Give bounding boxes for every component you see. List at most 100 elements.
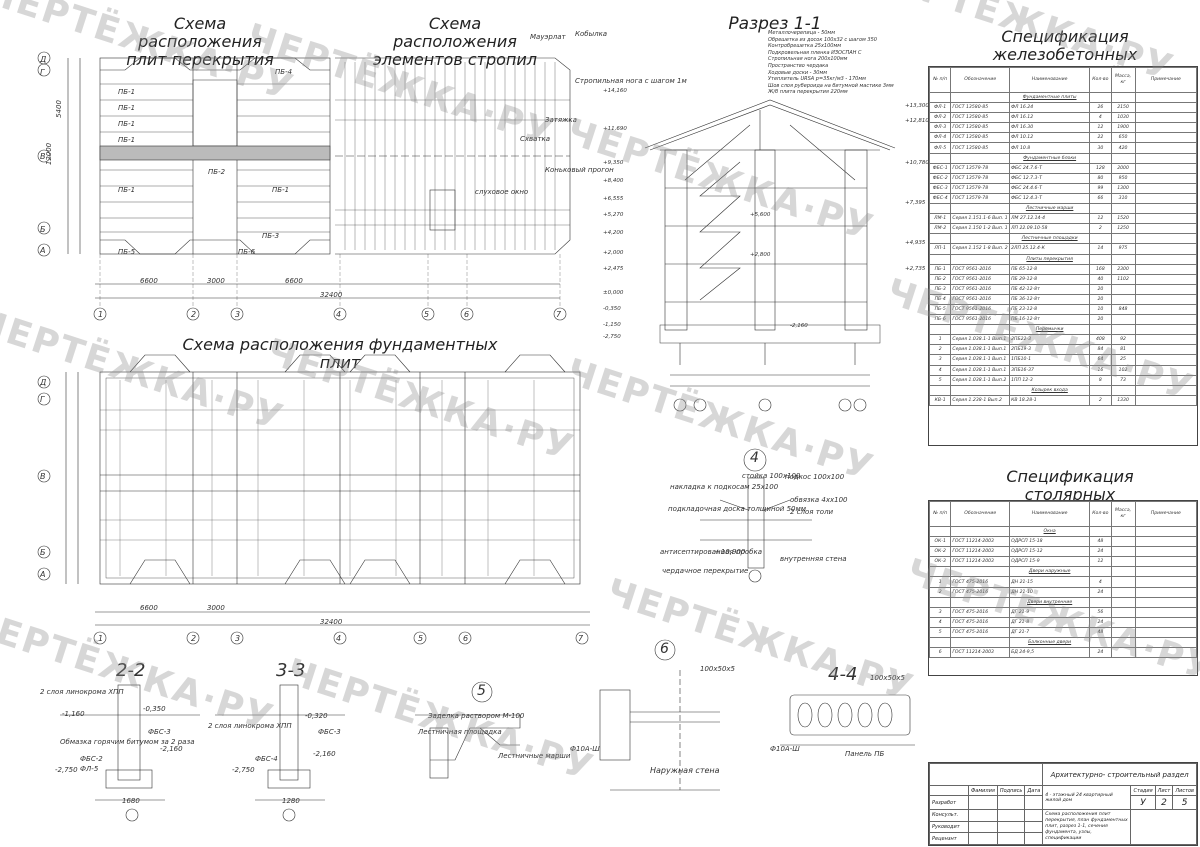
- rafters-plan: [335, 57, 571, 255]
- spec-cell: ФЛ 16.12: [1009, 112, 1091, 124]
- axis-number-2: 2: [191, 310, 197, 319]
- axis-bubble: [37, 375, 51, 389]
- spec-cell: [1110, 586, 1136, 598]
- spec-section-title: Двери внутренние: [1009, 596, 1091, 608]
- level-mark: +13,300: [905, 103, 929, 109]
- spec-cell: 14: [1089, 243, 1112, 255]
- dim-5400: 5400: [54, 100, 63, 118]
- spec-cell: 30: [1089, 142, 1112, 154]
- found-axis-number-7: 7: [578, 634, 584, 643]
- spec-cell: 4: [928, 616, 952, 628]
- spec-cell: 168: [1089, 263, 1112, 275]
- spec-cell: ГОСТ 9561-2016: [950, 293, 1011, 305]
- node-6-drawing: [599, 639, 720, 791]
- axis-bubble: [230, 307, 244, 321]
- spec-header-cell: Масса, кг: [1110, 67, 1136, 93]
- slabs-plan: [99, 57, 331, 255]
- node-5-drawing: [415, 681, 521, 779]
- spec-cell: БД 24-9,5: [1009, 647, 1091, 659]
- axis-bubble: [553, 307, 567, 321]
- s22-note-6: -1,160: [62, 710, 85, 718]
- spec-row: Двери наружные: [928, 566, 1198, 578]
- spec-cell: 6: [928, 647, 952, 659]
- spec-cell: [1110, 606, 1136, 618]
- level-mark: -0,350: [603, 306, 621, 312]
- title-foundation-plan: Схема расположения фундаментных плит: [182, 335, 498, 372]
- spec-cell: 128: [1089, 162, 1112, 174]
- spec-cell: Серия 1.152 1-8 Вып. 2: [950, 243, 1011, 255]
- spec-cell: ФБС-2: [928, 172, 952, 184]
- stamp-sheets: 5: [1172, 795, 1197, 810]
- spec-cell: Серия 1.038.1-1 Вып.1: [950, 334, 1011, 346]
- level-mark: +2,475: [603, 266, 624, 272]
- axis-bubble: [37, 392, 51, 406]
- s22-note-9: 1680: [122, 797, 140, 805]
- dim-6600-a: 6600: [140, 277, 158, 285]
- spec-cell: ОК-1: [928, 536, 952, 548]
- rafter-note-dormer: слуховое окно: [475, 188, 529, 196]
- spec-cell: 20: [1089, 283, 1112, 295]
- rafter-note-ridge: Коньковый прогон: [545, 166, 614, 174]
- spec-cell: 2ПБ22-3: [1009, 334, 1091, 346]
- s22-note-2: ФБС-3: [148, 728, 171, 736]
- axis-bubble: [421, 307, 435, 321]
- spec-cell: ГОСТ 13579-78: [950, 192, 1011, 205]
- spec-cell: 8: [1089, 374, 1112, 386]
- node4-note-1: подкос 100х100: [785, 473, 845, 481]
- section-1-1: [644, 99, 896, 387]
- spec-cell: ФЛ-4: [928, 132, 952, 144]
- slab-label: ПБ-2: [208, 168, 226, 176]
- spec-cell: 650: [1110, 132, 1136, 144]
- node4-note-6: антисептированная пробка: [660, 548, 763, 556]
- node4-note-9: +10,900: [715, 548, 746, 556]
- slab-label: ПБ-1: [118, 88, 136, 96]
- s33-note-2: ФБС-4: [255, 755, 278, 763]
- found-dim-6600-a: 6600: [140, 604, 158, 612]
- axis-bubble: [333, 631, 347, 645]
- spec-cell: 4: [1089, 112, 1112, 124]
- spec-cell: ГОСТ 9561-2016: [950, 273, 1011, 285]
- node5-note-0: Лестничная площадка: [418, 728, 502, 736]
- s44-note-1: Ф10А-Ш: [770, 745, 800, 753]
- spec-cell: 2300: [1110, 263, 1136, 275]
- spec-cell: КВ-1: [928, 394, 952, 406]
- spec-cell: 2000: [1110, 162, 1136, 174]
- spec-row: Фундаментные плиты: [928, 91, 1198, 104]
- slab-label: ПБ-4: [275, 68, 293, 76]
- level-mark: +5,600: [750, 212, 771, 218]
- spec-cell: КВ 18.28-1: [1009, 394, 1091, 406]
- spec-cell: 81: [1110, 344, 1136, 356]
- axis-bubble: [186, 307, 200, 321]
- level-mark: +12,810: [905, 118, 929, 124]
- spec-cell: ГОСТ 11214-2003: [950, 546, 1011, 558]
- spec-cell: ФЛ-3: [928, 122, 952, 134]
- spec-cell: ГОСТ 11214-2003: [950, 556, 1011, 568]
- spec-cell: Серия 1.038.1-1 Вып.1: [950, 344, 1011, 356]
- spec-cell: 24: [1089, 647, 1112, 659]
- s22-note-0: 2 слоя линокрома ХПП: [40, 688, 124, 696]
- section-note: Ж/б плита перекрытия 220мм: [768, 89, 848, 96]
- spec-cell: ОДРСП 15-12: [1009, 546, 1091, 558]
- node4-note-4: подкладочная доска толщиной 50мм: [668, 505, 807, 513]
- spec-cell: ФЛ-5: [928, 142, 952, 154]
- level-mark: +2,000: [603, 250, 624, 256]
- spec-cell: ФБС-3: [928, 182, 952, 194]
- axis-number-6: 6: [464, 310, 470, 319]
- axis-bubble: [693, 398, 707, 412]
- spec-cell: Серия 1.238-1 Вып.2: [950, 394, 1011, 406]
- spec-cell: ЛМ-2: [928, 223, 952, 235]
- spec-cell: 66: [1089, 192, 1112, 205]
- spec-cell: 1ПП 12-3: [1009, 374, 1091, 386]
- found-axis-number-4: 4: [336, 634, 342, 643]
- spec-cell: ФЛ-2: [928, 112, 952, 124]
